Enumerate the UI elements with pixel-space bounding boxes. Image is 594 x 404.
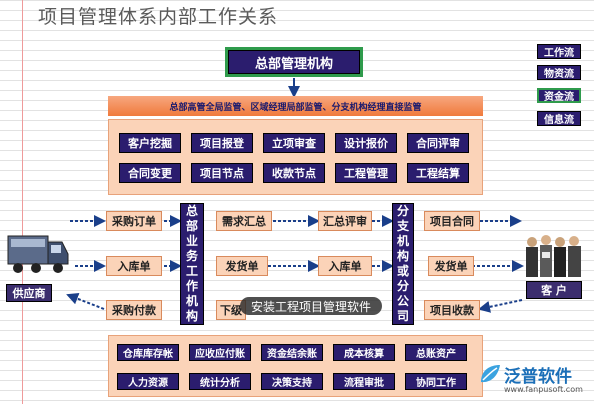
process-cell: 收款节点 [263, 163, 325, 183]
project-collection: 项目收款 [424, 300, 480, 320]
warehouse-in-center: 入库单 [318, 256, 372, 276]
process-cell: 合同评审 [407, 133, 469, 153]
customer-label: 客 户 [526, 281, 582, 299]
supervision-text: 总部高管全局监管、区域经理局部监管、分支机构经理直接监管 [169, 102, 422, 113]
brand-url: www.fanpusoft.com [504, 385, 583, 394]
supplier-label: 供应商 [6, 284, 52, 302]
project-contract: 项目合同 [424, 211, 480, 231]
hq-box: 总部管理机构 [225, 47, 363, 77]
legend-material: 物资流 [537, 65, 581, 80]
supervision-bar: 总部高管全局监管、区域经理局部监管、分支机构经理直接监管 [108, 96, 483, 116]
shipping-order-right: 发货单 [428, 256, 474, 276]
purchase-payment: 采购付款 [106, 300, 162, 320]
leaf-logo-icon [481, 365, 500, 383]
process-cell: 工程管理 [335, 163, 397, 183]
lower-level: 下级 [216, 300, 246, 320]
module-cell: 应收应付账 [189, 344, 251, 361]
process-cell: 项目节点 [191, 163, 253, 183]
people-icon [526, 235, 581, 277]
module-cell: 人力资源 [117, 373, 179, 390]
legend-information: 信息流 [537, 111, 581, 126]
module-cell: 统计分析 [189, 373, 251, 390]
module-cell: 流程审批 [333, 373, 395, 390]
module-cell: 决策支持 [261, 373, 323, 390]
warehouse-in-left: 入库单 [106, 256, 162, 276]
brand-name: 泛普软件 [504, 367, 572, 387]
module-cell: 资金结余账 [261, 344, 323, 361]
legend-workflow: 工作流 [537, 44, 581, 59]
summary-review: 汇总评审 [318, 211, 372, 231]
module-cell: 成本核算 [333, 344, 395, 361]
process-cell: 工程结算 [407, 163, 469, 183]
module-cell: 仓库库存帐 [117, 344, 179, 361]
truck-icon [7, 235, 69, 273]
process-cell: 项目报登 [191, 133, 253, 153]
hq-label: 总部管理机构 [228, 50, 360, 74]
module-cell: 协同工作 [405, 373, 467, 390]
process-cell: 立项审查 [263, 133, 325, 153]
purchase-order: 采购订单 [106, 211, 162, 231]
demand-summary: 需求汇总 [216, 211, 272, 231]
brand-logo: 泛普软件 www.fanpusoft.com [478, 360, 590, 402]
branch-or-subsidiary: 分 支 机 构 或 分 公 司 [392, 203, 414, 325]
software-watermark: 安装工程项目管理软件 [240, 297, 382, 315]
process-cell: 合同变更 [119, 163, 181, 183]
shipping-order-center: 发货单 [216, 256, 268, 276]
page-title: 项目管理体系内部工作关系 [38, 6, 279, 28]
legend-fund: 资金流 [537, 88, 581, 103]
module-cell: 总账资产 [405, 344, 467, 361]
top-process-panel [108, 119, 483, 195]
process-cell: 设计报价 [335, 133, 397, 153]
process-cell: 客户挖掘 [119, 133, 181, 153]
hq-business-dept: 总 部 业 务 工 作 机 构 [180, 203, 204, 325]
margin-line [22, 0, 23, 404]
